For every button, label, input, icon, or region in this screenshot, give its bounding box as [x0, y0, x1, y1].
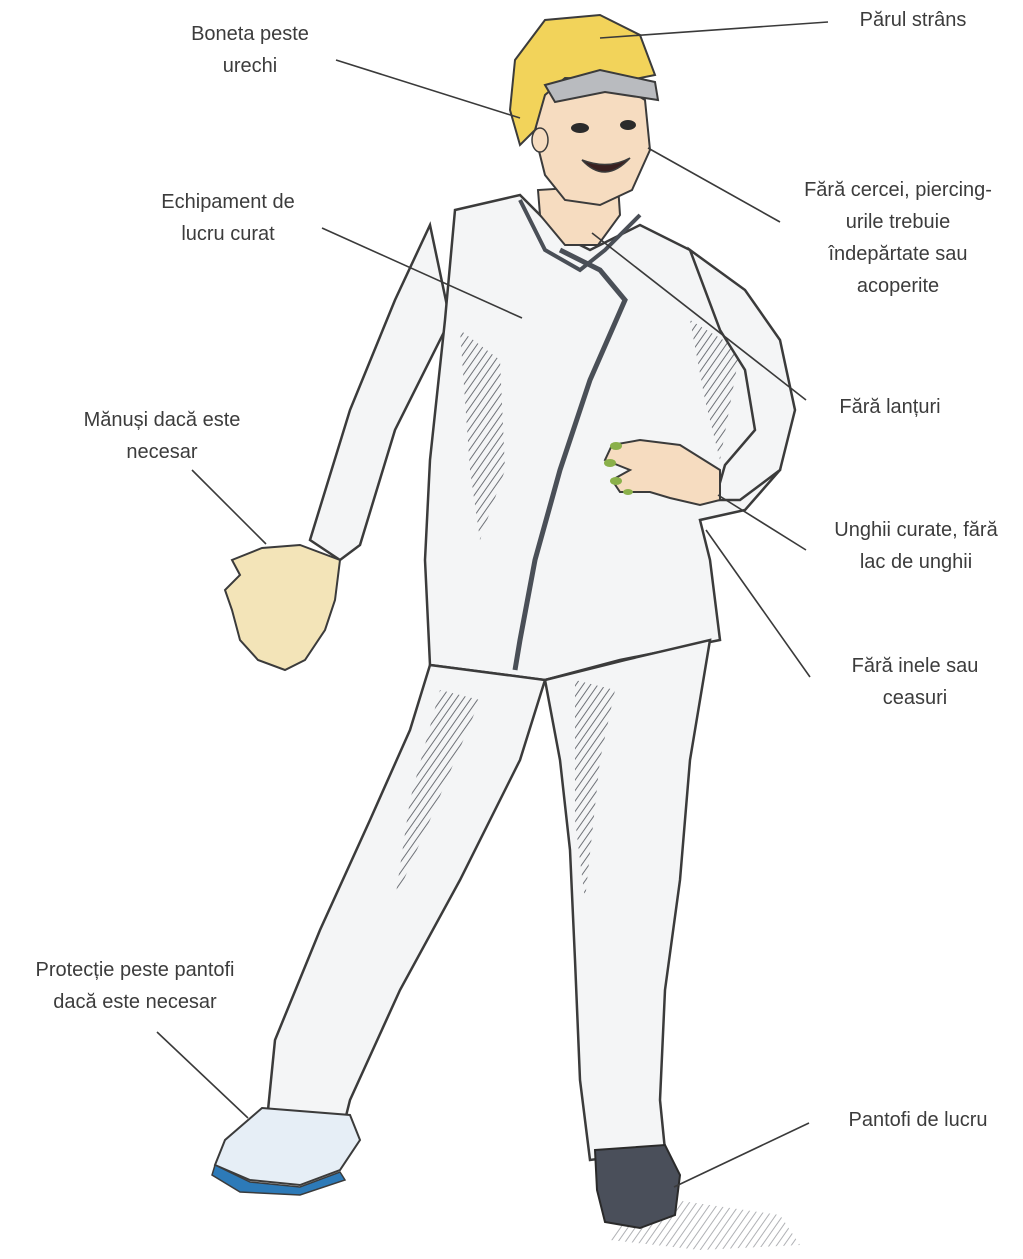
work-shoe [595, 1145, 680, 1228]
label-chains-line-1: Fără lanțuri [810, 391, 970, 423]
label-cap-line-2: urechi [160, 50, 340, 82]
label-shoes-line-1: Pantofi de lucru [818, 1104, 1018, 1136]
leader-hair [600, 22, 828, 38]
label-gloves: Mănuși dacă este necesar [52, 404, 272, 468]
leader-gloves [192, 470, 266, 544]
label-clothing: Echipament de lucru curat [128, 186, 328, 250]
left-glove-hand [225, 545, 340, 670]
label-shoes: Pantofi de lucru [818, 1104, 1018, 1136]
label-cap-line-1: Boneta peste [160, 18, 340, 50]
label-shoe-covers-line-1: Protecție peste pantofi [4, 954, 266, 986]
leader-cap [336, 60, 520, 118]
label-shoe-covers: Protecție peste pantofi dacă este necesa… [4, 954, 266, 1018]
right-eye [620, 120, 636, 130]
left-eye [571, 123, 589, 133]
label-earrings-line-3: îndepărtate sau [778, 238, 1018, 270]
label-gloves-line-2: necesar [52, 436, 272, 468]
label-earrings-line-4: acoperite [778, 270, 1018, 302]
label-rings-line-2: ceasuri [820, 682, 1010, 714]
label-clothing-line-2: lucru curat [128, 218, 328, 250]
label-rings: Fără inele sau ceasuri [820, 650, 1010, 714]
label-gloves-line-1: Mănuși dacă este [52, 404, 272, 436]
label-nails-line-2: lac de unghii [812, 546, 1020, 578]
label-hair-line-1: Părul strâns [818, 4, 1008, 36]
label-cap: Boneta peste urechi [160, 18, 340, 82]
left-pant-leg [268, 665, 545, 1120]
leader-nails [718, 495, 806, 550]
label-nails: Unghii curate, fără lac de unghii [812, 514, 1020, 578]
label-earrings: Fără cercei, piercing- urile trebuie înd… [778, 174, 1018, 302]
label-shoe-covers-line-2: dacă este necesar [4, 986, 266, 1018]
leader-rings [706, 530, 810, 677]
leader-shoe-covers [157, 1032, 248, 1118]
label-rings-line-1: Fără inele sau [820, 650, 1010, 682]
label-earrings-line-1: Fără cercei, piercing- [778, 174, 1018, 206]
label-chains: Fără lanțuri [810, 391, 970, 423]
ear [532, 128, 548, 152]
leader-shoes [674, 1123, 809, 1187]
label-hair: Părul strâns [818, 4, 1008, 36]
right-pant-leg [545, 640, 710, 1160]
label-earrings-line-2: urile trebuie [778, 206, 1018, 238]
leader-earrings [648, 148, 780, 222]
label-clothing-line-1: Echipament de [128, 186, 328, 218]
label-nails-line-1: Unghii curate, fără [812, 514, 1020, 546]
